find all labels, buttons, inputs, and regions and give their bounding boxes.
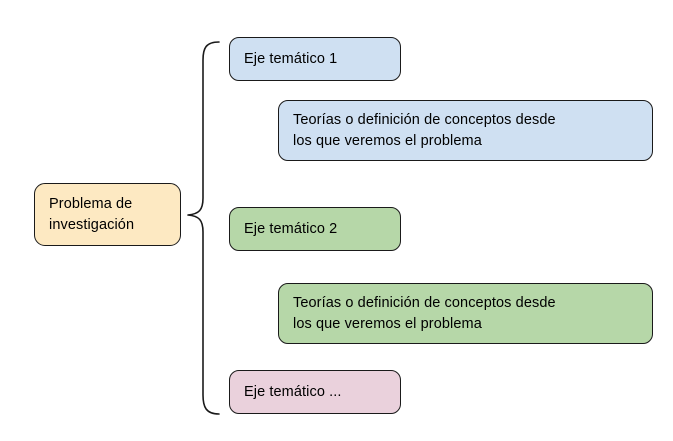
branch-node-eje-tematico-3[interactable]: Eje temático ... xyxy=(229,370,401,414)
branch-node-eje-tematico-1[interactable]: Eje temático 1 xyxy=(229,37,401,81)
description-node-eje-tematico-1[interactable]: Teorías o definición de conceptos desde … xyxy=(278,100,653,161)
description-node-eje-tematico-2[interactable]: Teorías o definición de conceptos desde … xyxy=(278,283,653,344)
branch-node-eje-tematico-2[interactable]: Eje temático 2 xyxy=(229,207,401,251)
brace-path xyxy=(187,41,220,415)
root-node-problema-de-investigacion[interactable]: Problema de investigación xyxy=(34,183,181,246)
